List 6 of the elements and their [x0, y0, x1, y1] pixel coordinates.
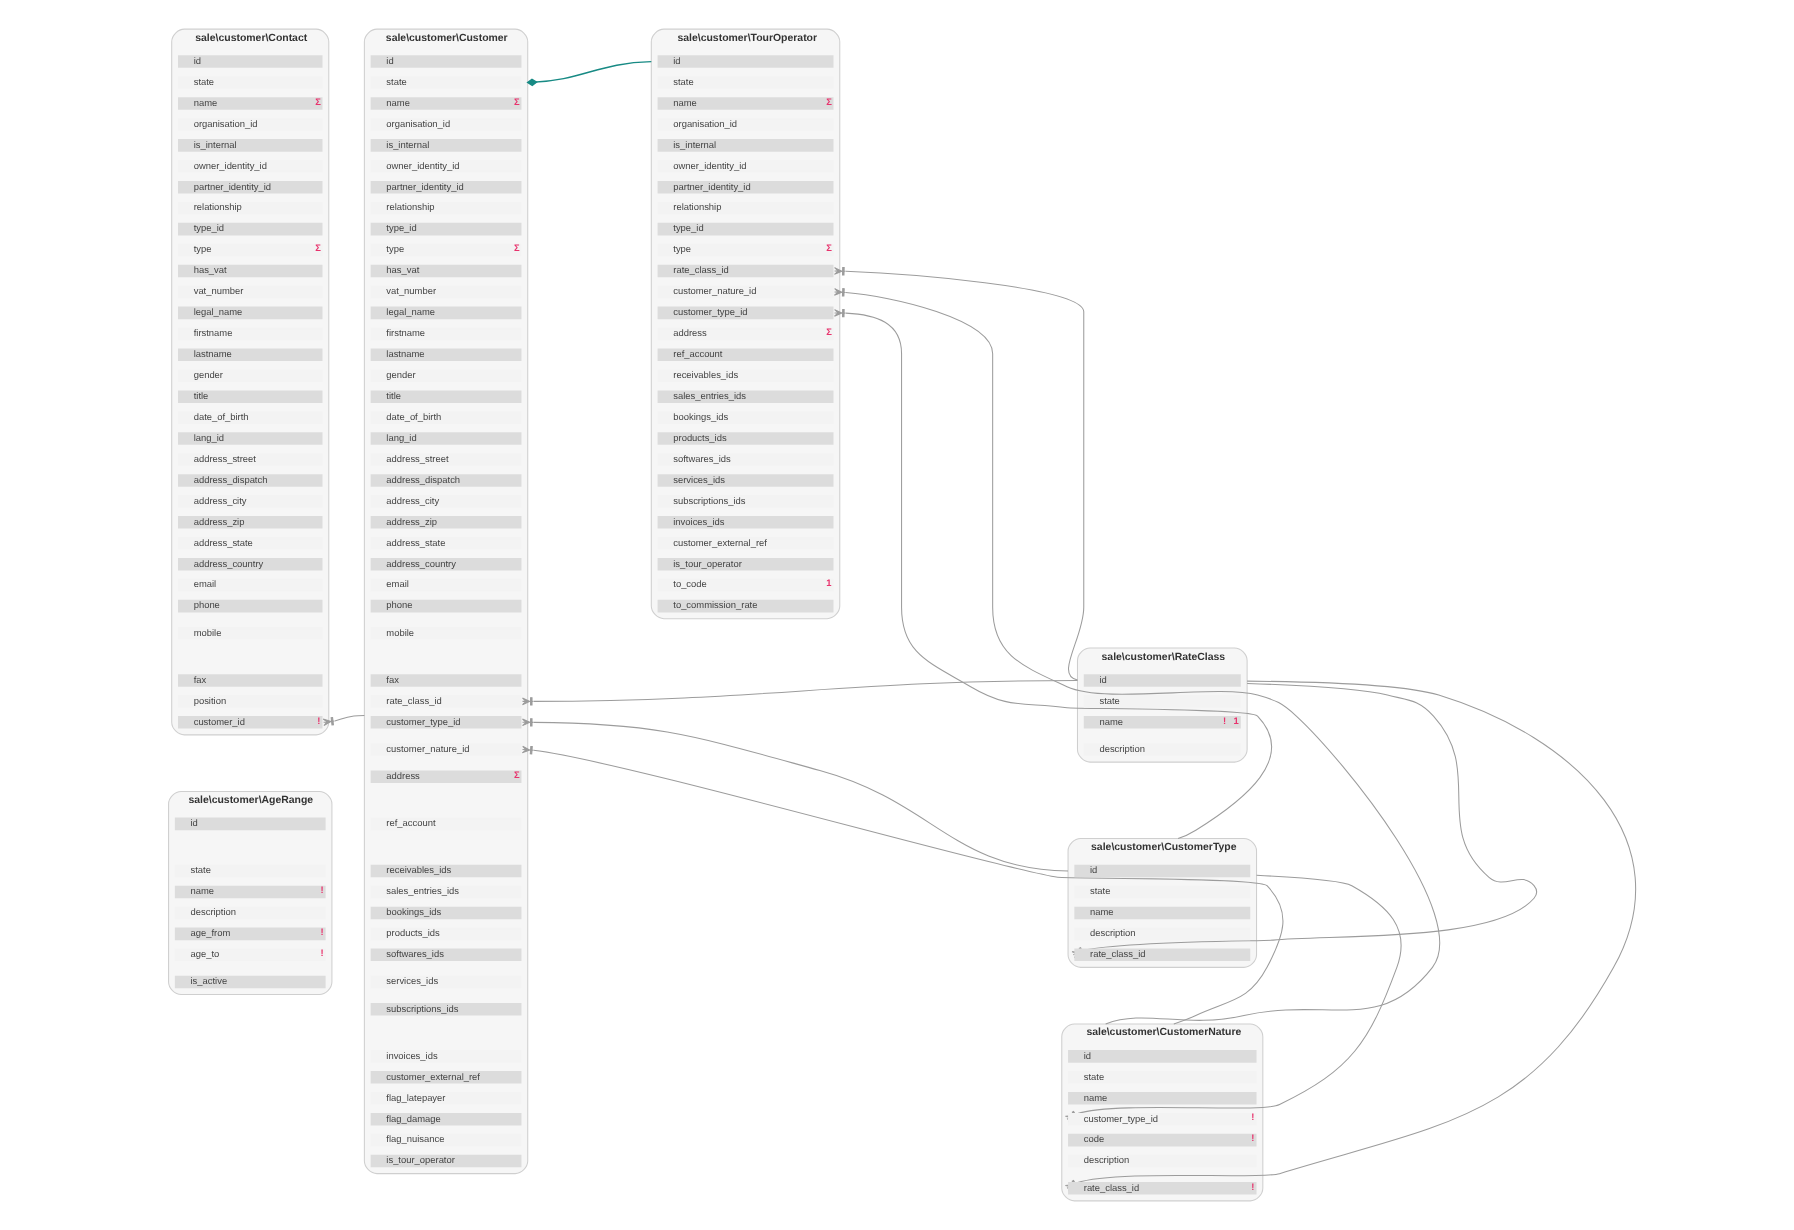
connector — [832, 267, 1084, 681]
connector — [832, 308, 1272, 840]
connector — [520, 745, 1283, 1025]
connector — [832, 288, 1439, 1025]
connector — [525, 60, 652, 87]
connector — [321, 714, 364, 727]
